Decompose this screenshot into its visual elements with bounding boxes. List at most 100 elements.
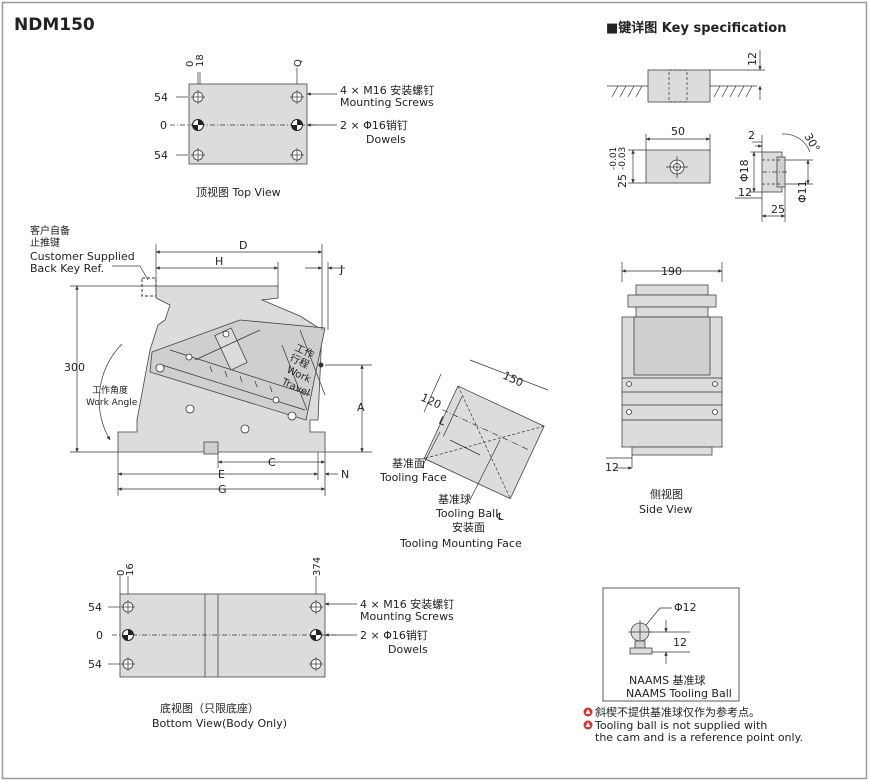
key-dim-phi11: Φ11 [796, 180, 809, 203]
naams-label-cn: NAAMS 基准球 [629, 673, 706, 687]
naams-detail: Φ12 12 NAAMS 基准球 NAAMS Tooling Ball [602, 587, 740, 702]
bottom-x-label-374: 374 [312, 557, 323, 576]
cam-driver-arm [214, 327, 248, 371]
bottom-dowels-en: Dowels [388, 643, 428, 656]
tooling-face-en: Tooling Face [379, 471, 447, 484]
notes: 斜楔不提供基准球仅作为参考点。 Tooling ball is not supp… [583, 705, 803, 744]
note-en-2: the cam and is a reference point only. [595, 731, 803, 744]
side-view-caption-en: Side View [639, 503, 692, 516]
key-spec-title: ■键详图 Key specification [606, 20, 786, 36]
dowel-symbol [192, 119, 204, 131]
side-dim-190: 190 [661, 265, 682, 278]
side-view-caption-cn: 侧视图 [650, 487, 683, 501]
top-y-label-54b: 54 [154, 149, 168, 162]
tooling-ball-en: Tooling Ball [435, 507, 498, 520]
key-bushing [761, 151, 788, 193]
key-dim-phi18: Φ18 [738, 159, 751, 182]
top-view-caption: 顶视图 Top View [196, 185, 281, 199]
note-cn: 斜楔不提供基准球仅作为参考点。 [595, 705, 760, 719]
top-screws-en: Mounting Screws [340, 96, 434, 109]
cam-pin [272, 396, 280, 404]
dim-h: H [215, 255, 223, 268]
cam-slide [149, 319, 326, 421]
dim-e: E [218, 468, 225, 481]
dim-300: 300 [64, 361, 85, 374]
warning-icon [583, 720, 593, 730]
cam-pin [185, 353, 193, 361]
tooling-mount-en: Tooling Mounting Face [399, 537, 522, 550]
bottom-caption-cn: 底视图（只限底座） [160, 701, 259, 715]
bottom-view-body [119, 593, 326, 678]
top-screws-cn: 4 × M16 安装螺钉 [340, 83, 434, 97]
dim-g: G [218, 483, 227, 496]
top-view: 0 18 Q 54 0 54 4 × M16 安装螺钉 Mounting Scr… [154, 54, 434, 199]
cam-pin [185, 404, 195, 414]
key-dim-25b: 25 [771, 203, 785, 216]
dowel-symbol [122, 629, 134, 641]
back-key-en2: Back Key Ref. [30, 262, 104, 275]
tooling-dim-l: L [437, 414, 449, 429]
bottom-dowels-cn: 2 × Φ16销钉 [360, 628, 428, 642]
warning-icon [583, 707, 593, 717]
top-dowels-en: Dowels [366, 133, 406, 146]
bottom-y-label-54b: 54 [88, 658, 102, 671]
key-tol-lower: -0.03 [618, 147, 628, 170]
side-view: 190 12 侧视图 Side View [605, 262, 723, 516]
cam-pin [287, 411, 297, 421]
back-key-cn2: 止推键 [30, 236, 60, 249]
key-dim-25: 25 [616, 174, 629, 188]
dowel-symbol [310, 629, 322, 641]
tooling-mount-cn: 安装面 [452, 520, 485, 534]
bottom-y-label-0: 0 [96, 629, 103, 642]
bottom-view: 0 16 374 54 0 54 4 × M16 安装螺钉 Mounting S… [88, 557, 454, 730]
dowel-symbol [291, 119, 303, 131]
top-y-label-54a: 54 [154, 91, 168, 104]
bottom-x-label-16: 16 [125, 563, 136, 576]
naams-dim-12: 12 [673, 636, 687, 649]
tooling-dim-150: 150 [501, 369, 526, 390]
key-dim-50: 50 [671, 125, 685, 138]
cam-pin [155, 363, 165, 373]
key-dim-12: 12 [746, 52, 759, 66]
back-key-ref [141, 277, 157, 297]
bottom-x-label-0: 0 [116, 570, 127, 576]
back-key-en1: Customer Supplied [30, 250, 135, 263]
top-dowels-cn: 2 × Φ16销钉 [340, 118, 408, 132]
bottom-y-label-54a: 54 [88, 601, 102, 614]
front-view: 客户自备 止推键 Customer Supplied Back Key Ref.… [30, 224, 372, 496]
bottom-screws-cn: 4 × M16 安装螺钉 [360, 597, 454, 611]
work-angle-en: Work Angle [86, 398, 138, 408]
naams-dim-phi12: Φ12 [674, 601, 697, 614]
key-side-block [647, 69, 711, 103]
tooling-ball-cn: 基准球 [438, 492, 471, 506]
back-key-cn1: 客户自备 [30, 224, 70, 237]
cam-pin [240, 424, 250, 434]
dim-d: D [239, 239, 247, 252]
tooling-ball-cl: ℄ [496, 512, 504, 523]
tooling-face-cn: 基准面 [392, 457, 425, 470]
top-x-label-18: 18 [195, 54, 206, 67]
key-spec: ■键详图 Key specification 12 50 25 -0.01 -0… [606, 20, 822, 222]
note-en-1: Tooling ball is not supplied with [594, 719, 767, 732]
dim-c: C [268, 456, 276, 469]
side-dim-12: 12 [605, 461, 619, 474]
top-x-label-0: 0 [185, 61, 196, 67]
top-y-label-0: 0 [160, 119, 167, 132]
bottom-caption-en: Bottom View(Body Only) [152, 717, 287, 730]
key-tol-upper: -0.01 [609, 147, 619, 170]
work-angle-cn: 工作角度 [92, 384, 128, 396]
naams-box [602, 587, 740, 702]
naams-label-en: NAAMS Tooling Ball [626, 687, 732, 700]
key-dim-2: 2 [748, 129, 755, 142]
dim-n: N [341, 468, 349, 481]
top-view-body [188, 83, 308, 165]
dim-j: J [339, 263, 343, 276]
model-title: NDM150 [14, 15, 95, 35]
bottom-screws-en: Mounting Screws [360, 610, 454, 623]
key-dim-30: 30° [801, 131, 822, 154]
tooling-detail: 150 120 L 基准面 Tooling Face 基准球 Tooling B… [379, 359, 549, 550]
dim-a: A [357, 401, 365, 414]
key-dim-12b: 12 [738, 186, 752, 199]
